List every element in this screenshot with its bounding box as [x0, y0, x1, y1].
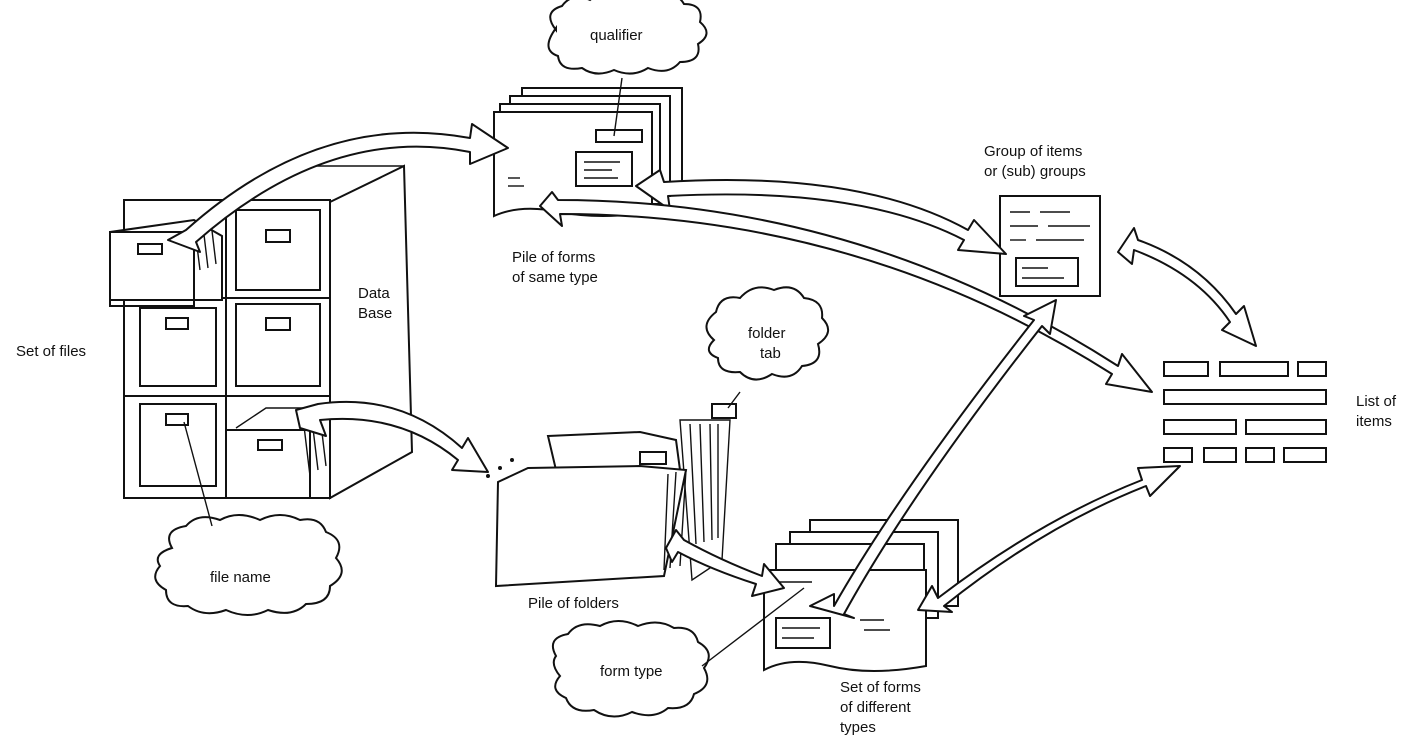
set-of-forms-label-2: of different [840, 699, 911, 716]
file-cabinet [110, 166, 412, 498]
arrow-folders-to-setforms [666, 530, 784, 596]
set-of-files-label: Set of files [16, 343, 86, 360]
qualifier-label: qualifier [590, 27, 643, 44]
folder-label: folder [748, 325, 786, 342]
group-of-items-label-1: Group of items [984, 143, 1082, 160]
arrow-group-to-list [1118, 228, 1256, 346]
group-of-items-icon [1000, 196, 1100, 296]
file-name-label: file name [210, 569, 271, 586]
list-of-items-label-2: items [1356, 413, 1392, 430]
pile-of-folders-label: Pile of folders [528, 595, 619, 612]
list-of-items-icon [1164, 362, 1326, 462]
form-type-label: form type [600, 663, 663, 680]
list-of-items-label-1: List of [1356, 393, 1397, 410]
set-of-forms-label-3: types [840, 719, 876, 736]
set-of-forms-label-1: Set of forms [840, 679, 921, 696]
tab-label: tab [760, 345, 781, 362]
data-label: Data [358, 285, 390, 302]
group-of-items-label-2: or (sub) groups [984, 163, 1086, 180]
pile-of-forms-label-2: of same type [512, 269, 598, 286]
base-label: Base [358, 305, 392, 322]
pile-of-forms-label-1: Pile of forms [512, 249, 595, 266]
